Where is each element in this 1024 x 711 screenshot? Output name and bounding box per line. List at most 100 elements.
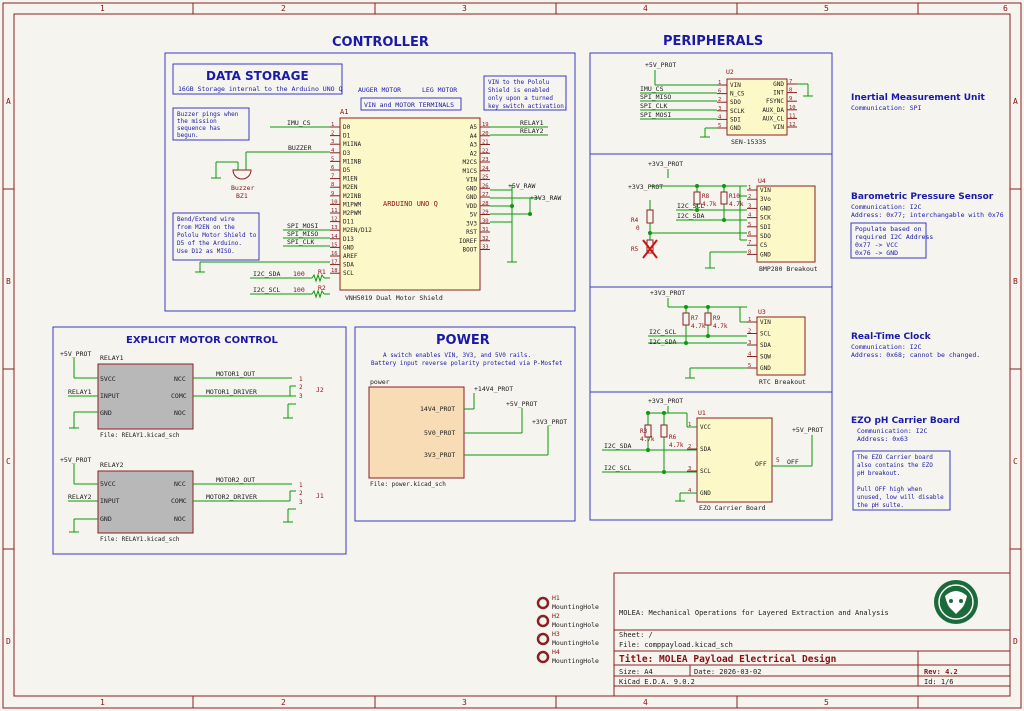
- rtc-wires: [648, 298, 747, 379]
- motor-5v-net-1: +5V_PROT: [60, 350, 91, 358]
- arduino-value: ARDUINO UNO Q: [383, 200, 438, 208]
- r5-dnp-mark: [642, 239, 658, 259]
- rtc-pin-name-1: SCL: [760, 331, 771, 338]
- relay2-ref: RELAY2: [100, 461, 124, 469]
- relay2-sheet[interactable]: [97, 470, 194, 534]
- j2-pin2: 2: [299, 384, 303, 391]
- mounting-hole-h3: H3 MountingHole: [536, 630, 599, 647]
- grid-side-a: A: [6, 97, 11, 106]
- bmp-pin-name-7: GND: [760, 251, 771, 258]
- power-net-5v: +5V_PROT: [506, 400, 537, 408]
- ezo-chip: [696, 417, 773, 503]
- arduino-left-pin-name-10: M2PWM: [343, 210, 361, 217]
- relay2-pin-input: INPUT: [100, 497, 120, 505]
- ezo-left-pin-name-3: GND: [700, 490, 711, 497]
- arduino-right-pin-num-4: 23: [482, 157, 489, 163]
- ezo-note-7: the pH sulte.: [857, 502, 904, 509]
- bmp-addr: Address: 0x77; interchangable with 0x76: [851, 211, 1004, 219]
- relay1-pin-5vcc: 5VCC: [100, 375, 116, 383]
- relay1-in-net: RELAY1: [68, 388, 92, 396]
- net-imu-cs: IMU_CS: [287, 119, 311, 127]
- rtc-pin-name-0: VIN: [760, 319, 771, 326]
- data-storage-title: DATA STORAGE: [206, 69, 309, 83]
- power-file: File: power.kicad_sch: [370, 481, 446, 488]
- ezo-off-num: 5: [776, 457, 780, 464]
- arduino-left-pin-num-10: 11: [331, 208, 338, 214]
- arduino-left-pin-num-5: 6: [331, 165, 334, 171]
- net-5v-raw: +5V_RAW: [508, 182, 535, 190]
- ezo-note-5: Pull OFF high when: [857, 486, 922, 493]
- data-storage-subtitle: 16GB Storage internal to the Arduino UNO…: [178, 85, 342, 93]
- arduino-right-pin-name-3: A2: [470, 150, 478, 157]
- arduino-left-pin-num-6: 7: [331, 174, 334, 180]
- arduino-right-pin-name-6: VIN: [466, 177, 477, 184]
- relay2-out2: MOTOR2_DRIVER: [206, 493, 257, 501]
- imu-5v-net: +5V_PROT: [645, 61, 676, 69]
- net-relay1-ctrl: RELAY1: [520, 119, 544, 127]
- rtc-pin-name-2: SDA: [760, 342, 771, 349]
- bmp-pin-num-6: 7: [748, 240, 751, 246]
- bmp-net-scl: I2C_SCL: [677, 202, 704, 210]
- bmp-chip: [756, 185, 816, 263]
- grid-bot-5: 5: [824, 698, 829, 707]
- buzzer-ref: Buzzer: [231, 184, 255, 192]
- r3-value: 4.7k: [640, 436, 655, 443]
- imu-ref: U2: [726, 68, 734, 76]
- rtc-pin-num-3: 4: [748, 352, 752, 358]
- power-sheet[interactable]: [368, 386, 465, 479]
- relay2-pin-noc: NOC: [174, 515, 186, 523]
- relay2-file: File: RELAY1.kicad_sch: [100, 536, 180, 543]
- rtc-3v3-net: +3V3_PROT: [650, 289, 685, 297]
- arduino-right-pin-num-11: 30: [482, 218, 489, 224]
- arduino-right-pin-num-9: 28: [482, 201, 489, 207]
- arduino-left-pin-num-11: 12: [331, 217, 338, 223]
- net-buzzer: BUZZER: [288, 144, 312, 152]
- net-spi-mosi: SPI_MOSI: [287, 222, 318, 230]
- rtc-pin-num-4: 5: [748, 363, 751, 369]
- bmp-note-2: required I2C Address: [855, 233, 933, 241]
- arduino-left-pin-name-4: M1INB: [343, 158, 361, 165]
- r6-ref: R6: [669, 434, 677, 441]
- j1-ref: J1: [316, 492, 324, 500]
- terminals-label: VIN and MOTOR TERMINALS: [364, 101, 454, 109]
- bmp-pin-name-4: SDI: [760, 224, 771, 231]
- r2-value: 100: [293, 286, 305, 294]
- imu-right-pin-num-4: 11: [789, 113, 796, 119]
- power-pin-3v3: 3V3_PROT: [424, 451, 455, 459]
- motor-5v-net-2: +5V_PROT: [60, 456, 91, 464]
- imu-net-mosi: SPI_MOSI: [640, 111, 671, 119]
- net-spi-clk: SPI_CLK: [287, 238, 314, 246]
- grid-side-b: B: [6, 277, 11, 286]
- relay2-pin-5vcc: 5VCC: [100, 480, 116, 488]
- tb-project: MOLEA: Mechanical Operations for Layered…: [619, 609, 889, 617]
- imu-wires: [640, 70, 813, 138]
- bend-note-4: D5 of the Arduino.: [177, 240, 242, 247]
- relay1-pin-gnd: GND: [100, 409, 112, 417]
- ezo-left-pin-name-0: VCC: [700, 424, 711, 431]
- arduino-left-pin-name-2: M1INA: [343, 141, 361, 148]
- mounting-hole-h1: H1 MountingHole: [536, 594, 599, 611]
- tb-date: Date: 2026-03-02: [694, 668, 761, 676]
- arduino-left-pin-num-9: 10: [331, 199, 338, 205]
- grid-rside-d: D: [1013, 637, 1018, 646]
- bmp-3v3-net: +3V3_PROT: [628, 183, 663, 191]
- arduino-right-pin-name-1: A4: [470, 133, 478, 140]
- peripheral-descriptions: Inertial Measurement Unit Communication:…: [850, 93, 1004, 511]
- bmp-pin-num-7: 8: [748, 249, 751, 255]
- grid-side-c: C: [6, 457, 11, 466]
- mounting-hole-h2: H2 MountingHole: [536, 612, 599, 629]
- power-wires: [464, 393, 549, 456]
- arduino-left-pin-name-12: M2EN/D12: [343, 227, 372, 234]
- arduino-left-pin-num-0: 1: [331, 122, 334, 128]
- bmp-title: Barometric Pressure Sensor: [851, 192, 994, 202]
- arduino-right-pin-num-2: 21: [482, 140, 489, 146]
- bmp-note-4: 0x76 -> GND: [855, 249, 898, 257]
- relay2-pin-ncc: NCC: [174, 480, 186, 488]
- r10-ref: R10: [729, 193, 740, 200]
- vin-note-1: VIN to the Pololu: [488, 79, 550, 86]
- leg-motor-label: LEG MOTOR: [422, 86, 457, 94]
- relay2-in-net: RELAY2: [68, 493, 92, 501]
- tb-title: Title: MOLEA Payload Electrical Design: [619, 654, 836, 665]
